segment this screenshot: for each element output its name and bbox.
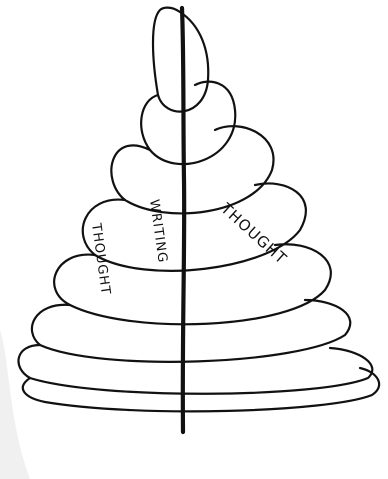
- label-thought-left: THOUGHT: [88, 221, 113, 296]
- vertical-axis: [182, 8, 184, 432]
- spiral-loop-7: [19, 345, 373, 394]
- spiral-loop-8: [23, 368, 379, 411]
- label-writing: WRITING: [146, 198, 170, 264]
- spiral-loop-3: [111, 126, 273, 213]
- spiral-loops: [19, 8, 380, 412]
- paper-shading: [0, 330, 30, 479]
- spiral-loop-2: [141, 82, 235, 164]
